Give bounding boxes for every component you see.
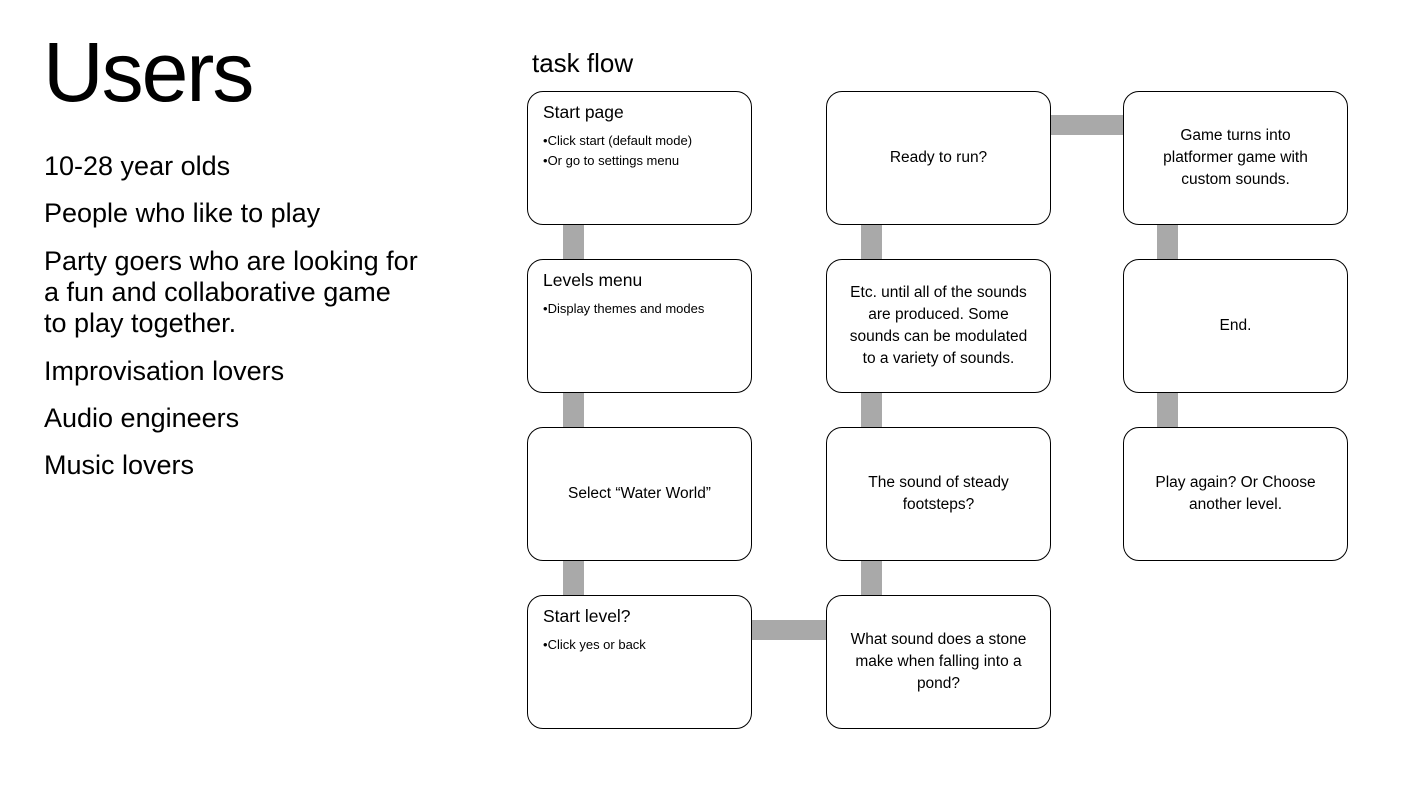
audience-item-play: People who like to play (44, 198, 321, 229)
flow-box-start-level: Start level? Click yes or back (527, 595, 752, 729)
flow-box-stone-pond: What sound does a stone make when fallin… (826, 595, 1051, 729)
box-text: End. (1219, 317, 1252, 334)
bullet-item: Click start (default mode) (543, 131, 739, 151)
flow-box-start-page: Start page Click start (default mode) Or… (527, 91, 752, 225)
audience-item-party-goers: Party goers who are looking for a fun an… (44, 245, 418, 339)
connector-stonepond-to-footsteps (861, 560, 882, 596)
audience-list: 10-28 year olds People who like to play … (44, 151, 484, 498)
audience-item-improvisation: Improvisation lovers (44, 355, 285, 386)
box-text: Game turns into platformer game with cus… (1163, 127, 1308, 188)
box-bullet-list: Click yes or back (543, 635, 739, 655)
flow-box-platformer-game: Game turns into platformer game with cus… (1123, 91, 1348, 225)
box-text: What sound does a stone make when fallin… (850, 631, 1027, 692)
flow-box-levels-menu: Levels menu Display themes and modes (527, 259, 752, 393)
connector-etcsounds-to-readytorun (861, 224, 882, 260)
box-text: The sound of steady footsteps? (868, 474, 1009, 513)
flow-box-end: End. (1123, 259, 1348, 393)
box-bullet-list: Display themes and modes (543, 299, 739, 319)
box-text: Play again? Or Choose another level. (1155, 474, 1316, 513)
connector-startpage-to-levelsmenu (563, 224, 584, 260)
connector-levelsmenu-to-select (563, 392, 584, 428)
page-title: Users (43, 25, 254, 119)
audience-item-age: 10-28 year olds (44, 151, 231, 181)
flow-box-select-water-world: Select “Water World” (527, 427, 752, 561)
bullet-item: Or go to settings menu (543, 151, 739, 171)
connector-platformer-to-end (1157, 224, 1178, 260)
bullet-item: Click yes or back (543, 635, 739, 655)
bullet-item: Display themes and modes (543, 299, 739, 319)
audience-item-music-lovers: Music lovers (44, 450, 195, 481)
connector-footsteps-to-etcsounds (861, 392, 882, 428)
connector-readytorun-to-platformer (1049, 115, 1125, 135)
flow-box-etc-sounds: Etc. until all of the sounds are produce… (826, 259, 1051, 393)
audience-item-audio-engineers: Audio engineers (44, 402, 240, 433)
box-title: Start page (543, 102, 624, 122)
box-title: Start level? (543, 606, 631, 626)
box-text: Etc. until all of the sounds are produce… (849, 284, 1028, 367)
flow-box-play-again: Play again? Or Choose another level. (1123, 427, 1348, 561)
box-bullet-list: Click start (default mode) Or go to sett… (543, 131, 739, 171)
connector-end-to-playagain (1157, 392, 1178, 428)
flow-box-steady-footsteps: The sound of steady footsteps? (826, 427, 1051, 561)
flow-box-ready-to-run: Ready to run? (826, 91, 1051, 225)
connector-startlevel-to-stonepond (751, 620, 827, 640)
task-flow-label: task flow (532, 48, 634, 78)
box-text: Select “Water World” (568, 485, 711, 502)
connector-select-to-startlevel (563, 560, 584, 596)
box-text: Ready to run? (889, 149, 988, 166)
box-title: Levels menu (543, 270, 643, 290)
